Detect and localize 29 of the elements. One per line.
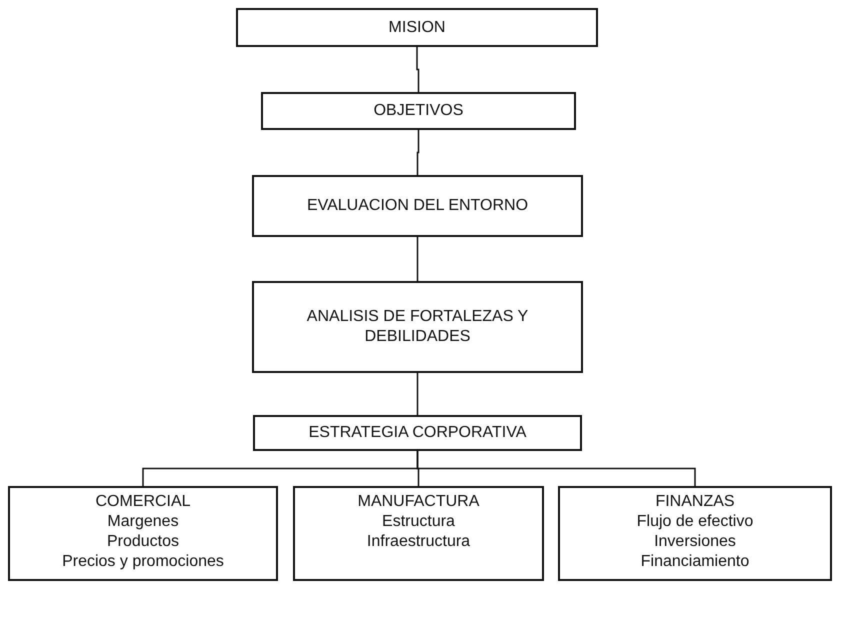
box-text: Infraestructura: [366, 532, 470, 552]
process-box: [293, 486, 544, 581]
connector-line: [416, 373, 418, 415]
box-text: Inversiones: [654, 532, 736, 552]
box-heading: MANUFACTURA: [358, 492, 480, 512]
connector-line: [416, 47, 420, 92]
connector-line: [416, 451, 696, 486]
box-heading: OBJETIVOS: [374, 101, 464, 121]
connector-line: [416, 130, 420, 175]
process-box: [261, 92, 576, 130]
box-heading: FINANZAS: [655, 492, 735, 512]
box-heading: EVALUACION DEL ENTORNO: [306, 196, 528, 216]
process-box: [236, 8, 598, 47]
box-text: Precios y promociones: [62, 552, 224, 572]
box-text: Financiamiento: [640, 552, 750, 572]
box-text: Estructura: [382, 512, 455, 532]
box-text: Productos: [106, 532, 180, 552]
box-heading: ESTRATEGIA CORPORATIVA: [308, 423, 526, 443]
box-heading: MISION: [388, 18, 446, 38]
box-text: Margenes: [107, 512, 179, 532]
process-box: [252, 281, 583, 373]
box-text: Flujo de efectivo: [636, 512, 754, 532]
box-heading: COMERCIAL: [95, 492, 191, 512]
box-heading: ANALISIS DE FORTALEZAS Y DEBILIDADES: [306, 307, 530, 347]
process-box: [8, 486, 278, 581]
process-box: [253, 415, 582, 451]
connector-line: [416, 237, 418, 281]
process-box: [558, 486, 832, 581]
process-box: [252, 175, 583, 237]
